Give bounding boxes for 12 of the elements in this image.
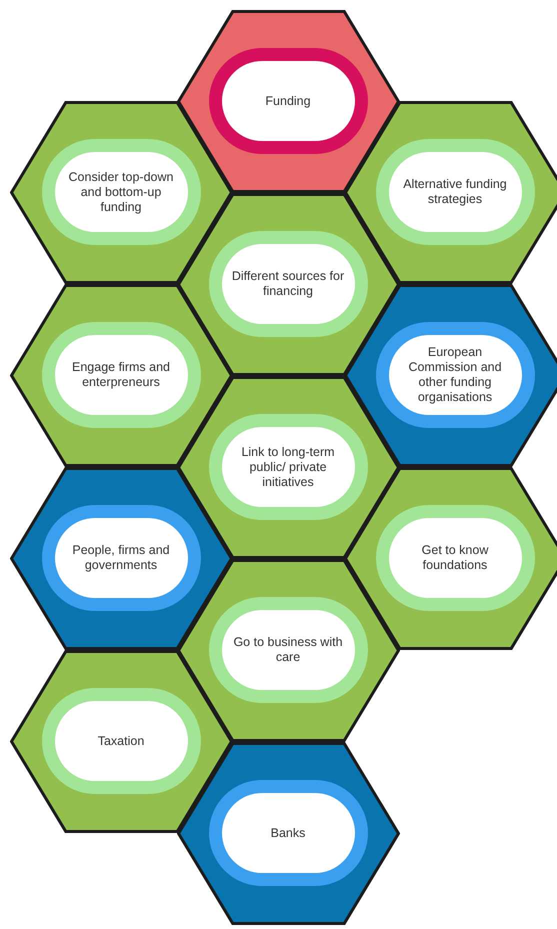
node-label: Get to know foundations <box>420 543 490 573</box>
node-label: People, firms and governments <box>71 543 171 573</box>
node-label: European Commission and other funding organisations <box>407 345 503 405</box>
node-label: Consider top-down and bottom-up funding <box>68 170 174 214</box>
node-label: Banks <box>270 826 306 840</box>
node-label: Taxation <box>98 734 144 748</box>
node-label: Funding <box>265 94 311 108</box>
node-label: Different sources for financing <box>232 269 344 299</box>
node-label: Link to long-term public/ private initiatives <box>240 444 336 490</box>
node-label: Engage firms and enterpreneurs <box>71 360 171 390</box>
node-label: Alternative funding strategies <box>402 177 508 207</box>
node-label: Go to business with care <box>232 635 344 665</box>
